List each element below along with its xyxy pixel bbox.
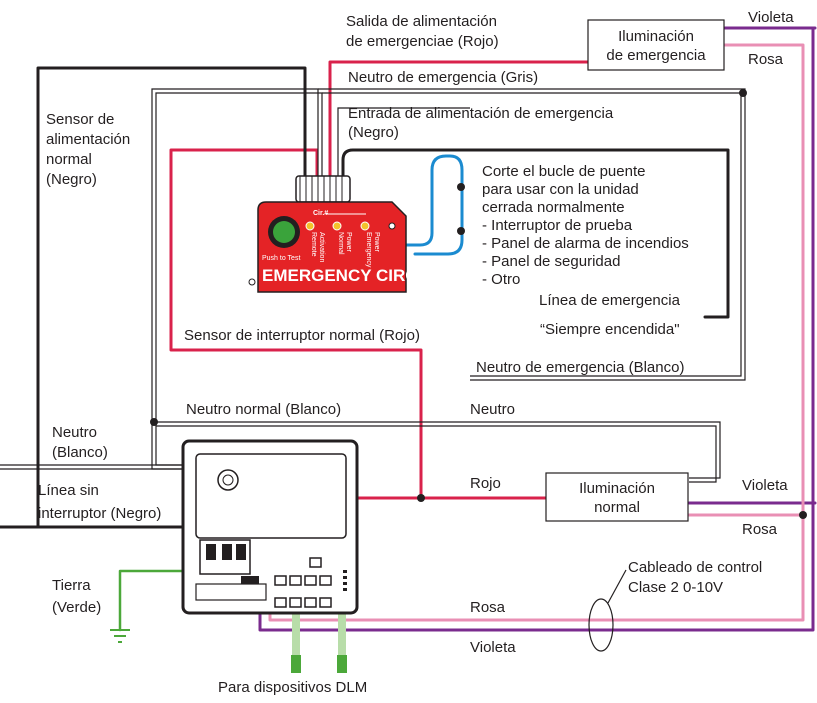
- emergency-input-label-1: Entrada de alimentación de emergencia: [348, 105, 614, 122]
- ground-symbol: [110, 629, 130, 643]
- normal-lighting-line-1: Iluminación: [579, 480, 655, 497]
- normal-power-sensor-label-3: normal: [46, 151, 92, 168]
- control-wiring-label-1: Cableado de control: [628, 559, 762, 576]
- emergency-output-label-2: de emergenciae (Rojo): [346, 33, 499, 50]
- panel-cir-label: Cir.#: [313, 210, 328, 217]
- violet-bottom-label: Violeta: [470, 639, 516, 656]
- control-wiring-marker: [588, 598, 614, 652]
- indicator-2-line-1: Normal: [337, 232, 344, 255]
- junction-dot: [150, 418, 158, 426]
- normal-neutral-white-wire-inner: [156, 425, 717, 483]
- emergency-neutral-white-label: Neutro de emergencia (Blanco): [476, 359, 684, 376]
- emergency-neutral-gray-label: Neutro de emergencia (Gris): [348, 69, 538, 86]
- neutral-white-left-label-2: (Blanco): [52, 444, 108, 461]
- dlm-devices-label: Para dispositivos DLM: [218, 679, 367, 696]
- pink-bottom-label: Rosa: [470, 599, 506, 616]
- emergency-neutral-gray-right: [318, 88, 746, 381]
- blue-jumper-loop: [403, 154, 464, 256]
- normal-power-sensor-label-4: (Negro): [46, 171, 97, 188]
- indicator-3-line-2: Power: [373, 232, 380, 253]
- neutral-label: Neutro: [470, 401, 515, 418]
- power-pack-panel: [181, 439, 359, 615]
- emergency-neutral-gray-right-inner: [322, 92, 742, 377]
- labels: Salida de alimentación de emergenciae (R…: [38, 9, 794, 696]
- indicator-1-line-2: Activation: [318, 232, 325, 262]
- emergency-input-label-2: (Negro): [348, 124, 399, 141]
- ground-label-2: (Verde): [52, 599, 101, 616]
- junction-dot: [457, 183, 465, 191]
- normal-power-sensor-label-1: Sensor de: [46, 111, 114, 128]
- indicator-1-line-1: Remote: [310, 232, 317, 257]
- loop-instruction-6: - Panel de seguridad: [482, 253, 620, 270]
- loop-instruction-3: cerrada normalmente: [482, 199, 625, 216]
- red-label: Rojo: [470, 475, 501, 492]
- normal-neutral-white-label: Neutro normal (Blanco): [186, 401, 341, 418]
- normal-power-sensor-black-wire: [0, 66, 307, 529]
- emergency-circuit-device: Cir.# Push to Test Remote Activation Nor…: [248, 175, 446, 293]
- violet-mid-label: Violeta: [742, 477, 788, 494]
- loop-instruction-5: - Panel de alarma de incendios: [482, 235, 689, 252]
- loop-instruction-4: - Interruptor de prueba: [482, 217, 633, 234]
- emergency-input-wire: [337, 107, 470, 178]
- normal-power-sensor-label-2: alimentación: [46, 131, 130, 148]
- normal-lighting-box: Iluminación normal: [545, 472, 689, 522]
- control-wiring-leader: [607, 569, 627, 604]
- emergency-output-label-1: Salida de alimentación: [346, 13, 497, 30]
- emergency-lighting-line-1: Iluminación: [618, 28, 694, 45]
- ground-green-wire: [118, 569, 202, 632]
- unswitched-line-label-1: Línea sin: [38, 482, 99, 499]
- unswitched-line-label-2: interruptor (Negro): [38, 505, 161, 522]
- emergency-lighting-box: Iluminación de emergencia: [587, 19, 725, 71]
- loop-instruction-7: - Otro: [482, 271, 520, 288]
- normal-switch-sensor-label: Sensor de interruptor normal (Rojo): [184, 327, 420, 344]
- loop-instruction-1: Corte el bucle de puente: [482, 163, 645, 180]
- junction-dot: [799, 511, 807, 519]
- control-wiring-label-2: Clase 2 0-10V: [628, 579, 723, 596]
- normal-lighting-line-2: normal: [594, 499, 640, 516]
- loop-instruction-2: para usar con la unidad: [482, 181, 639, 198]
- neutral-white-left-label-1: Neutro: [52, 424, 97, 441]
- emergency-output-red-wire: [328, 60, 590, 180]
- junction-dot: [739, 89, 747, 97]
- junction-dot: [457, 227, 465, 235]
- junction-dot: [417, 494, 425, 502]
- panel-title: EMERGENCY CIRCUIT: [262, 266, 446, 285]
- violet-top-label: Violeta: [748, 9, 794, 26]
- emergency-line-label: Línea de emergencia: [539, 292, 681, 309]
- normal-neutral-white-wire: [152, 421, 721, 479]
- ground-label-1: Tierra: [52, 577, 91, 594]
- always-on-label: “Siempre encendida": [540, 321, 680, 338]
- pink-top-label: Rosa: [748, 51, 784, 68]
- emergency-line-black-wire: [341, 148, 730, 319]
- pink-mid-label: Rosa: [742, 521, 778, 538]
- indicator-3-line-1: Emergency: [365, 232, 372, 268]
- emergency-lighting-line-2: de emergencia: [606, 47, 706, 64]
- indicator-2-line-2: Power: [345, 232, 352, 253]
- panel-push-to-test: Push to Test: [262, 255, 300, 262]
